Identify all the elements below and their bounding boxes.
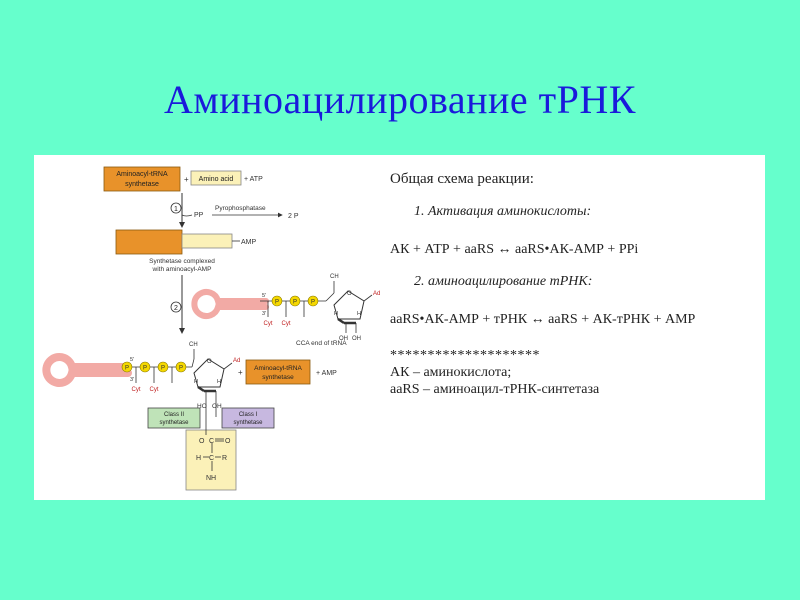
svg-text:P: P	[143, 366, 147, 372]
phosphate-4-icon: P	[121, 361, 133, 373]
reaction-scheme: Общая схема реакции: 1. Активация аминок…	[390, 167, 760, 398]
pyrophosphatase-label: Pyrophosphatase	[215, 205, 266, 212]
h-alpha: H	[196, 455, 201, 462]
step2-badge	[170, 301, 182, 313]
cyt-label-2: Cyt	[282, 321, 291, 327]
synthetase-box: Aminoacyl-tRNA synthetase	[103, 166, 181, 192]
class1-label-1: Class I	[239, 412, 258, 418]
synthetase-label-1: Aminoacyl-tRNA	[116, 171, 168, 178]
cca-end-label: CCA end of tRNA	[296, 340, 347, 347]
trna-lower	[42, 353, 132, 387]
phosphate-3-icon: P	[307, 295, 319, 307]
scheme-heading: Общая схема реакции:	[390, 171, 534, 187]
cyt-label-1: Cyt	[264, 321, 273, 327]
h-upper-2: H	[357, 311, 361, 317]
scheme-step-1: 1. Активация аминокислоты:	[414, 204, 592, 219]
step1-number: 1	[174, 206, 178, 213]
synthetase-release-label-1: Aminoacyl-tRNA	[254, 365, 302, 372]
scheme-separator: ********************	[390, 348, 540, 363]
ppi-branch	[181, 214, 193, 217]
class1-label-2: synthetase	[233, 420, 263, 426]
class2-label-2: synthetase	[159, 420, 189, 426]
plus-sign-2: +	[238, 368, 243, 377]
complex-label-1: Synthetase complexed	[149, 258, 215, 265]
svg-text:P: P	[125, 366, 129, 372]
h-lower-2: H	[217, 379, 221, 385]
ch2-upper: CH	[330, 274, 339, 280]
svg-text:P: P	[275, 300, 279, 306]
svg-text:P: P	[311, 300, 315, 306]
class2-label-1: Class II	[164, 412, 184, 418]
ho-lower: HO	[197, 403, 207, 410]
ch2-lower: CH	[189, 342, 198, 348]
synthetase-complex-box	[115, 229, 183, 255]
figure-panel: Aminoacyl-tRNA synthetase + Amino acid +…	[34, 155, 765, 500]
nh2-group: NH	[206, 475, 216, 482]
complex-label-2: with aminoacyl-AMP	[152, 266, 212, 273]
o-carbonyl: O	[225, 438, 231, 445]
prime3-upper: 3'	[262, 311, 266, 317]
svg-text:P: P	[179, 366, 183, 372]
trna-upper	[191, 289, 269, 319]
svg-text:P: P	[293, 300, 297, 306]
h-upper-1: H	[334, 311, 338, 317]
plus-sign: +	[184, 175, 189, 184]
prime5-upper: 5'	[262, 293, 266, 299]
class1-synthetase-box: Class I synthetase	[221, 407, 275, 429]
aminoacyl-group	[185, 417, 237, 491]
o-ring-upper: O	[347, 291, 352, 297]
ribose-ring-lower	[191, 349, 233, 401]
prime3-lower: 3'	[130, 377, 134, 383]
abbreviation-ak: АК – аминокислота;	[390, 365, 512, 380]
phosphate-2-icon: P	[289, 295, 301, 307]
o-aminoacyl: O	[199, 438, 205, 445]
phosphate-7-icon: P	[175, 361, 187, 373]
c-carbonyl: C	[209, 438, 214, 445]
prime5-lower: 5'	[130, 357, 134, 363]
class2-synthetase-box: Class II synthetase	[147, 407, 201, 429]
ribose-ring-upper	[325, 281, 373, 333]
plus-amp-label: + AMP	[316, 370, 337, 377]
scheme-equation-2: aaRS•АК-АМР + тРНК ↔ aaRS + АК-тРНК + АМ…	[390, 312, 696, 327]
synthetase-label-2: synthetase	[125, 181, 159, 188]
synthetase-release-label-2: synthetase	[262, 374, 294, 381]
r-group: R	[222, 455, 227, 462]
cyt-label-4: Cyt	[150, 387, 159, 393]
step1-badge	[170, 202, 182, 214]
amp-label: AMP	[241, 239, 257, 246]
scheme-equation-1: АК + АТР + aaRS ↔ aaRS•АК-АМР + PPi	[390, 242, 639, 257]
svg-text:P: P	[161, 366, 165, 372]
amino-acid-box: Amino acid	[190, 170, 242, 186]
cyt-label-3: Cyt	[132, 387, 141, 393]
oh-upper-1: OH	[339, 336, 348, 342]
phosphate-5-icon: P	[139, 361, 151, 373]
atp-label: + ATP	[244, 176, 263, 183]
aminoacyl-box	[181, 233, 233, 249]
abbreviation-aars: aaRS – аминоацил-тРНК-синтетаза	[390, 382, 600, 397]
oh-lower: OH	[212, 403, 222, 410]
c-alpha: C	[209, 455, 214, 462]
phosphate-6-icon: P	[157, 361, 169, 373]
aminoacylation-diagram: Aminoacyl-tRNA synthetase + Amino acid +…	[42, 166, 380, 491]
o-ring-lower: O	[207, 359, 212, 365]
ppi-label: PP	[194, 212, 204, 219]
oh-upper-2: OH	[352, 336, 361, 342]
step2-number: 2	[174, 305, 178, 312]
ad-label-upper: Ad	[373, 291, 380, 297]
amino-acid-label: Amino acid	[199, 176, 234, 183]
synthetase-release-box: Aminoacyl-tRNA synthetase	[245, 359, 311, 385]
scheme-step-2: 2. аминоацилирование тРНК:	[414, 274, 593, 289]
phosphate-1-icon: P	[271, 295, 283, 307]
slide-title: Аминоацилирование тРНК	[164, 77, 636, 122]
ad-label-lower: Ad	[233, 358, 240, 364]
two-pi-label: 2 P	[288, 213, 299, 220]
h-lower-1: H	[194, 379, 198, 385]
